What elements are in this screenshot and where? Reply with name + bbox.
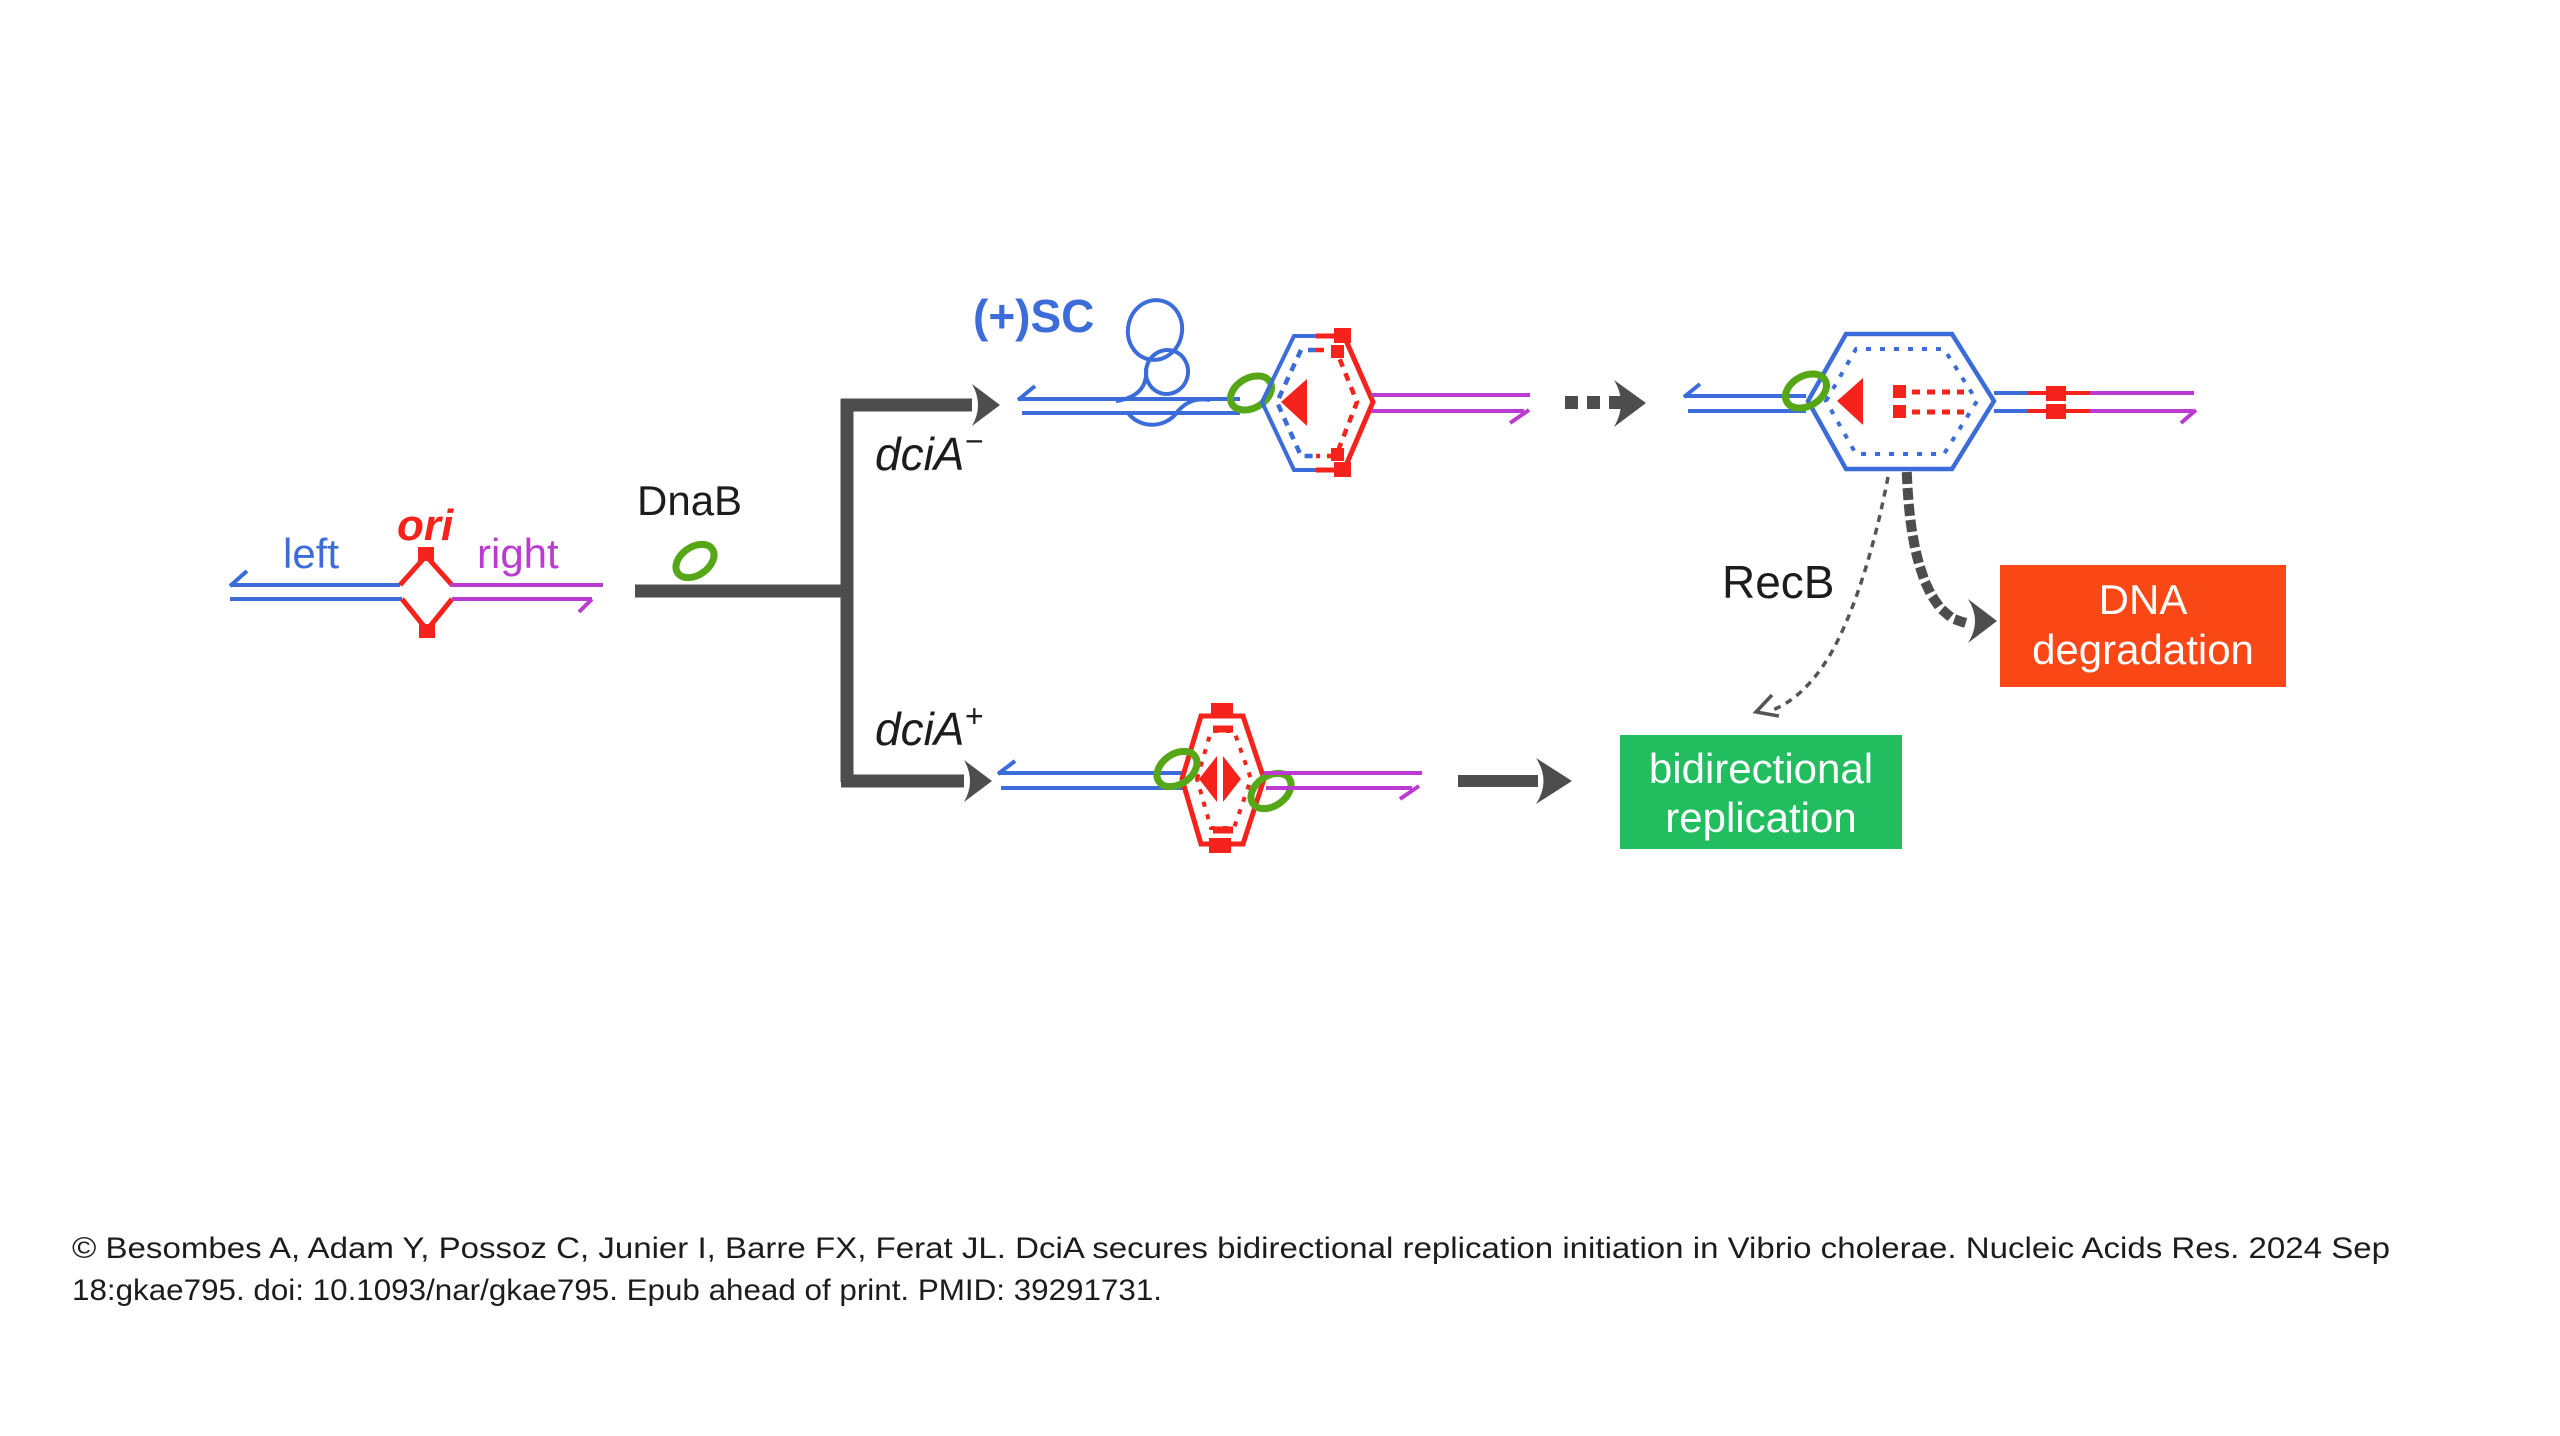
bubble1-red-half xyxy=(1316,333,1376,473)
bubble1-inner-blue-dashed xyxy=(1274,347,1316,459)
bubble1-bottom-site-marker xyxy=(1334,462,1351,477)
progress-dot-1 xyxy=(1565,396,1578,409)
bubble2-bottom-site-marker xyxy=(1209,838,1231,853)
dna-degradation-line2: degradation xyxy=(2032,626,2254,673)
active-3prime-hook-icon xyxy=(1398,784,1421,801)
hex2-5prime-hook-icon xyxy=(1682,382,1702,399)
hex2-right-top-marker xyxy=(2046,386,2066,401)
progress-dot-3 xyxy=(1609,396,1622,409)
dcia-plus-path xyxy=(996,703,1572,853)
bracket-top-arrow-icon xyxy=(972,384,1000,426)
bidirectional-replication-rect xyxy=(1620,735,1902,849)
ori-top-site-marker xyxy=(418,547,434,561)
active-replication-bubble xyxy=(1153,703,1295,853)
ori-label: ori xyxy=(397,501,454,550)
branch-bracket: dciA− dciA+ xyxy=(840,384,1000,802)
bidirectional-replication-line2: replication xyxy=(1665,794,1856,841)
supercoil-loop-small xyxy=(1143,348,1191,396)
progress-arrow-icon xyxy=(1614,380,1646,427)
dcia-plus-base: dciA xyxy=(875,703,964,755)
to-replication-arrow-icon xyxy=(1536,758,1572,804)
dcia-plus-label: dciA+ xyxy=(875,698,983,755)
bubble1-inner-top-marker xyxy=(1331,345,1344,358)
dcia-minus-base: dciA xyxy=(875,428,964,480)
degradation-arrow-head-icon xyxy=(1968,599,1997,643)
right-arm-3prime-hook-icon xyxy=(577,597,594,614)
helicase-icon-bubble-right xyxy=(1247,769,1295,813)
supercoil-icon xyxy=(1115,298,1211,427)
sc-5prime-hook-icon xyxy=(1016,384,1037,402)
bubble2-inner-dotted xyxy=(1194,729,1254,830)
recb-dashed-arrow-head-icon xyxy=(1752,693,1780,718)
progression-dots-arrow xyxy=(1565,380,1646,427)
active-5prime-hook-icon xyxy=(996,759,1017,776)
supercoil-neck xyxy=(1115,367,1149,403)
helicase-icon-stalled-left xyxy=(1227,372,1275,414)
bracket-bottom-arrow-icon xyxy=(964,760,992,802)
dcia-minus-sup: − xyxy=(964,423,983,459)
bubble2-left-fork-triangle-icon xyxy=(1199,756,1217,802)
hex2-3prime-hook-icon xyxy=(2179,408,2198,425)
bubble1-fork-triangle-icon xyxy=(1281,379,1307,426)
degradation-dotted-arrow-line xyxy=(1901,471,1974,629)
bubble2-right-fork-triangle-icon xyxy=(1223,756,1241,802)
initial-dna-segment: left ori right xyxy=(228,501,603,638)
dcia-minus-label: dciA− xyxy=(875,423,983,480)
right-label: right xyxy=(477,530,559,577)
helicase-icon-bubble-left xyxy=(1153,747,1201,791)
bubble2-top-site-marker xyxy=(1211,703,1233,718)
recb-label: RecB xyxy=(1722,556,1834,608)
left-arm-5prime-hook-icon xyxy=(228,569,249,588)
dna-degradation-box: DNA degradation xyxy=(2000,565,2286,687)
stalled-fork-structure xyxy=(1682,331,2198,472)
progress-dot-2 xyxy=(1587,396,1600,409)
dcia-minus-path: (+)SC xyxy=(973,290,1646,477)
bidirectional-replication-box: bidirectional replication xyxy=(1620,735,1902,849)
dna-degradation-line1: DNA xyxy=(2099,576,2188,623)
hex2-right-bottom-marker xyxy=(2046,404,2066,419)
dnab-loading: DnaB xyxy=(635,477,847,598)
bubble1-inner-bottom-marker xyxy=(1331,448,1344,461)
hex2-fork-triangle-icon xyxy=(1837,378,1863,425)
dnab-helicase-icon xyxy=(672,540,718,582)
citation-line-1: © Besombes A, Adam Y, Possoz C, Junier I… xyxy=(72,1232,2390,1265)
outcome-arrows: RecB xyxy=(1722,471,1997,718)
bubble1-top-site-marker xyxy=(1334,328,1351,343)
bubble1-inner-red-dashed xyxy=(1316,347,1360,459)
dnab-label: DnaB xyxy=(637,477,742,524)
hex2-top-site-marker xyxy=(1893,385,1906,398)
helicase-icon-hex2 xyxy=(1782,370,1830,412)
bubble1-blue-half xyxy=(1259,334,1316,472)
hex2-inner-dotted xyxy=(1823,347,1980,456)
dcia-plus-sup: + xyxy=(964,698,983,734)
supercoil-under-curl xyxy=(1126,397,1211,427)
dna-degradation-rect xyxy=(2000,565,2286,687)
stalled-bubble-small xyxy=(1259,328,1376,477)
citation-line-2: 18:gkae795. doi: 10.1093/nar/gkae795. Ep… xyxy=(72,1274,1162,1307)
left-label: left xyxy=(283,530,339,577)
hex2-bottom-site-marker xyxy=(1893,405,1906,418)
bidirectional-replication-line1: bidirectional xyxy=(1649,745,1873,792)
hex2-outline xyxy=(1805,331,1997,472)
citation: © Besombes A, Adam Y, Possoz C, Junier I… xyxy=(72,1232,2390,1307)
positive-supercoil-label: (+)SC xyxy=(973,290,1094,342)
ori-bottom-site-marker xyxy=(419,624,435,638)
bubble1-3prime-hook-icon xyxy=(1508,408,1531,425)
